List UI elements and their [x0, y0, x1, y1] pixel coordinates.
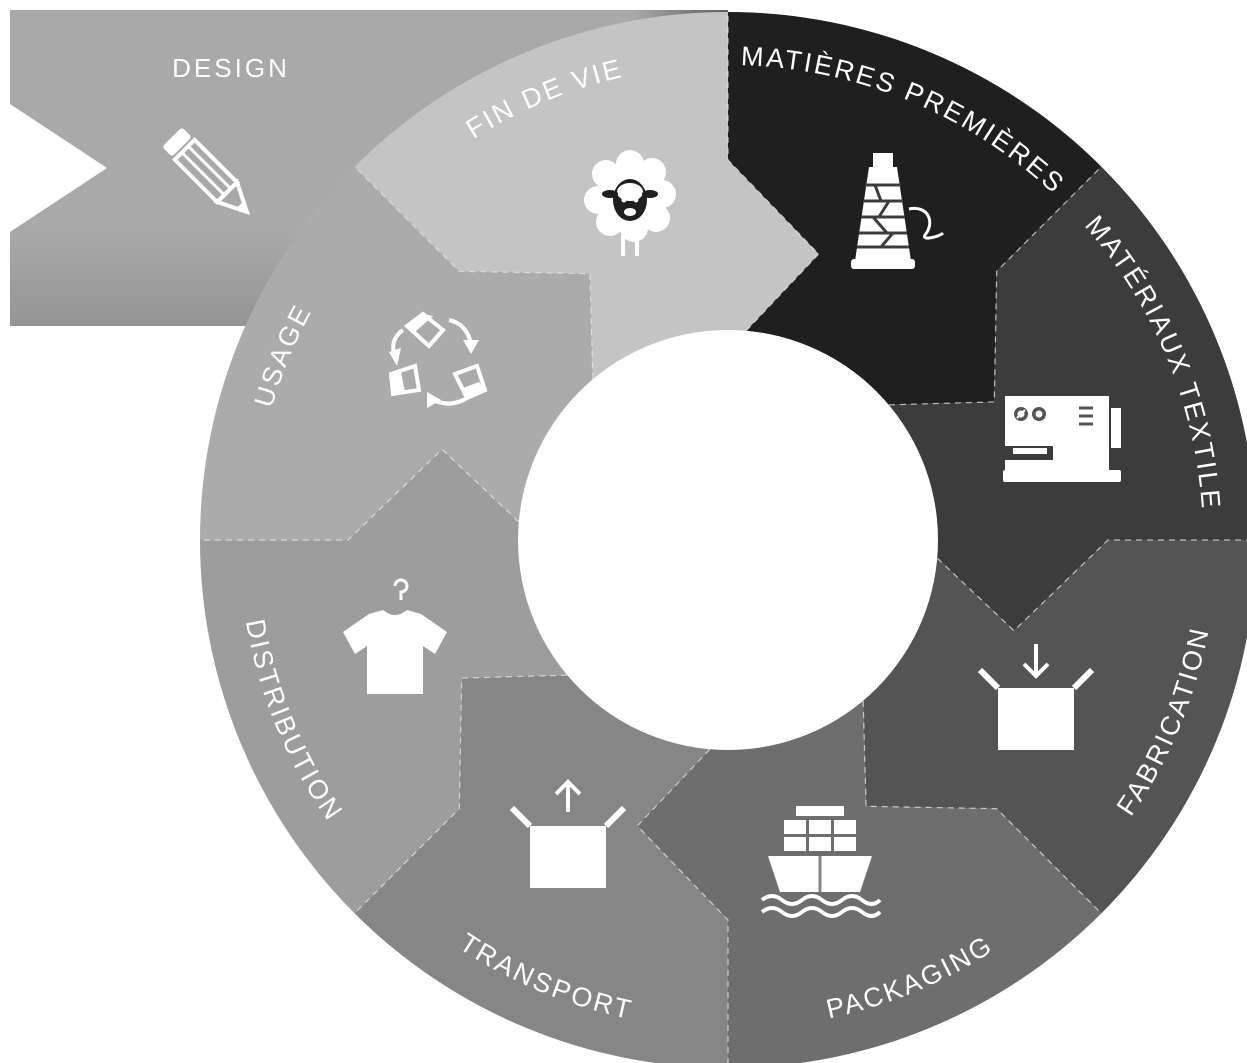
stage-icons	[343, 150, 1121, 918]
recycle-icon	[388, 311, 488, 408]
seam-fabrication	[917, 539, 1247, 632]
seam-transport	[636, 729, 729, 1063]
sewing-machine-icon	[1003, 396, 1121, 482]
tshirt-hanger-icon	[343, 578, 447, 694]
seam-fin-de-vie	[325, 137, 595, 406]
center-hole	[518, 330, 938, 750]
thread-spool-icon	[851, 153, 945, 269]
box-in-icon	[977, 644, 1095, 750]
box-out-icon	[509, 779, 627, 888]
seam-matieres-premieres	[727, 12, 820, 351]
seam-packaging	[861, 674, 1131, 943]
seam-distribution	[325, 673, 594, 943]
design-label: DESIGN	[172, 53, 290, 83]
segment-seams	[200, 12, 1247, 1063]
seam-materiaux-textile	[862, 137, 1131, 407]
lifecycle-ring	[200, 12, 1247, 1063]
seam-usage	[200, 448, 539, 541]
cargo-ship-icon	[760, 806, 882, 918]
pencil-icon	[163, 128, 251, 216]
sheep-icon	[584, 150, 676, 256]
